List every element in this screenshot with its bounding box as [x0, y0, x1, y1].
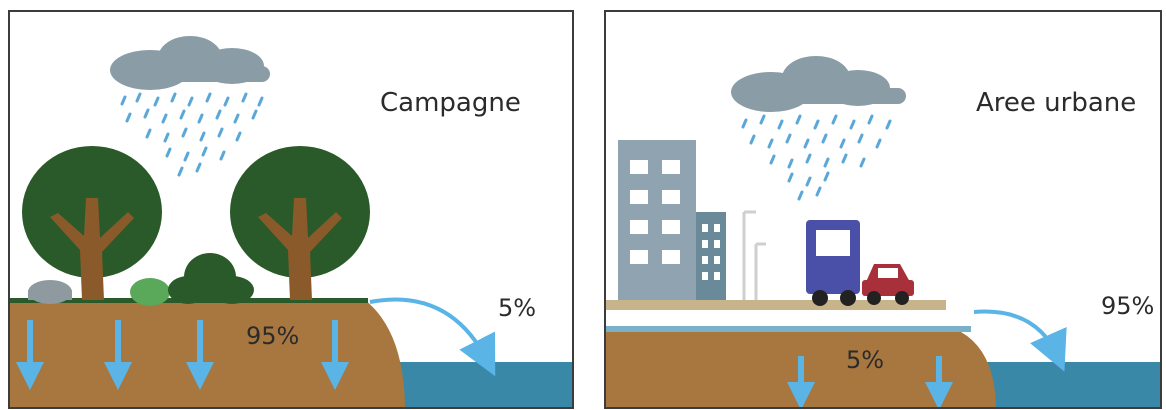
runoff-percentage: 5%: [498, 294, 537, 322]
street-lamp-icon: [742, 210, 766, 300]
pavement: [606, 300, 946, 310]
rock-icon: [28, 280, 72, 304]
building-icon: [618, 140, 696, 300]
tree-icon: [22, 146, 162, 300]
runoff-arrow: [369, 297, 496, 377]
tree-icon: [230, 146, 370, 300]
bush-icon: [130, 253, 254, 306]
rain-icon: [120, 92, 264, 177]
runoff-arrow: [973, 309, 1067, 372]
car-icon: [862, 264, 914, 305]
panel-title: Aree urbane: [976, 88, 1137, 118]
countryside-panel: Campagne 5% 95%: [8, 10, 574, 409]
runoff-percentage: 95%: [1101, 292, 1155, 320]
infiltration-arrows: [16, 320, 349, 390]
infiltration-arrows: [787, 356, 953, 407]
urban-illustration: [606, 56, 1160, 407]
truck-icon: [806, 220, 860, 306]
panel-title: Campagne: [380, 88, 521, 118]
cloud-icon: [110, 36, 270, 90]
infiltration-percentage: 95%: [246, 322, 300, 350]
infiltration-percentage: 5%: [846, 346, 885, 374]
pavement-base: [606, 310, 951, 326]
cloud-icon: [731, 56, 906, 112]
soil-ground: [10, 300, 405, 407]
rain-icon: [741, 114, 892, 201]
drainage-layer: [606, 326, 971, 332]
water-body: [981, 362, 1160, 407]
water-body: [390, 362, 572, 407]
urban-panel: Aree urbane 95% 5%: [604, 10, 1162, 409]
countryside-illustration: [10, 36, 572, 407]
building-icon: [696, 212, 726, 300]
